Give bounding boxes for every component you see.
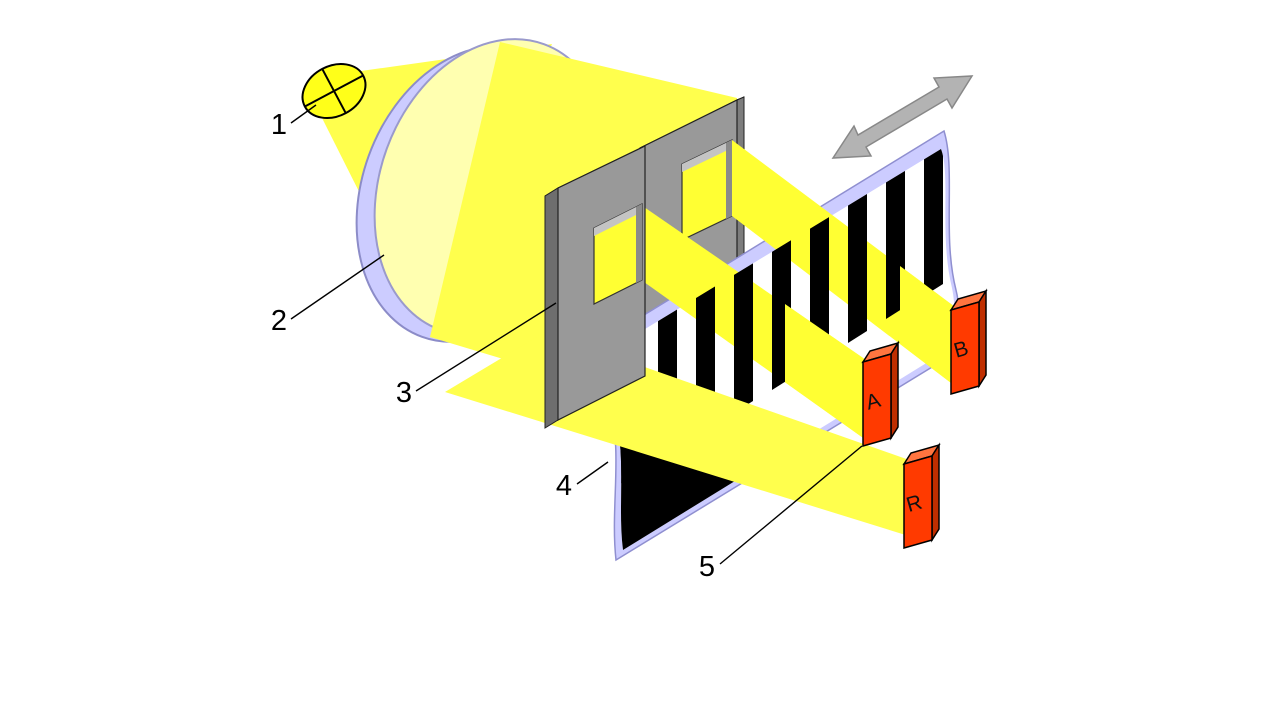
label-2: 2: [271, 305, 287, 337]
mask-left-plate: [544, 145, 646, 429]
beam-channel-b-front: [900, 266, 955, 386]
leader-line-2: [290, 254, 385, 320]
mask-aperture-1-inner-edge-right: [636, 204, 642, 283]
detector-b-front-face: [950, 301, 980, 395]
detector-a: A: [861, 340, 900, 447]
leader-line-5: [719, 445, 863, 565]
detector-r-side-face: [931, 442, 940, 543]
mask-aperture-2-inner-edge-top: [682, 140, 732, 172]
detector-a-front-face: [862, 353, 892, 447]
detector-r-label: R: [904, 491, 925, 517]
motion-arrow-icon: [831, 75, 974, 159]
detector-r: R: [902, 442, 941, 549]
detector-a-label: A: [863, 389, 883, 415]
detector-b-label: B: [951, 337, 971, 363]
detector-a-side-face: [890, 340, 899, 441]
label-4: 4: [556, 470, 572, 502]
leader-line-3: [415, 302, 557, 392]
label-3: 3: [396, 377, 412, 409]
leader-line-1: [290, 104, 317, 124]
mask-aperture-2-inner-edge-right: [726, 140, 732, 219]
mask-aperture-1-inner-edge-top: [594, 204, 642, 236]
detector-b: B: [949, 288, 988, 395]
beam-channel-b: [732, 140, 955, 386]
label-1: 1: [271, 109, 287, 141]
leader-line-4: [576, 461, 609, 485]
label-5: 5: [699, 551, 715, 583]
detector-r-front-face: [903, 455, 933, 549]
light-source-icon: [301, 63, 367, 119]
detector-b-side-face: [978, 288, 987, 389]
beam-channel-a-front: [785, 304, 866, 440]
